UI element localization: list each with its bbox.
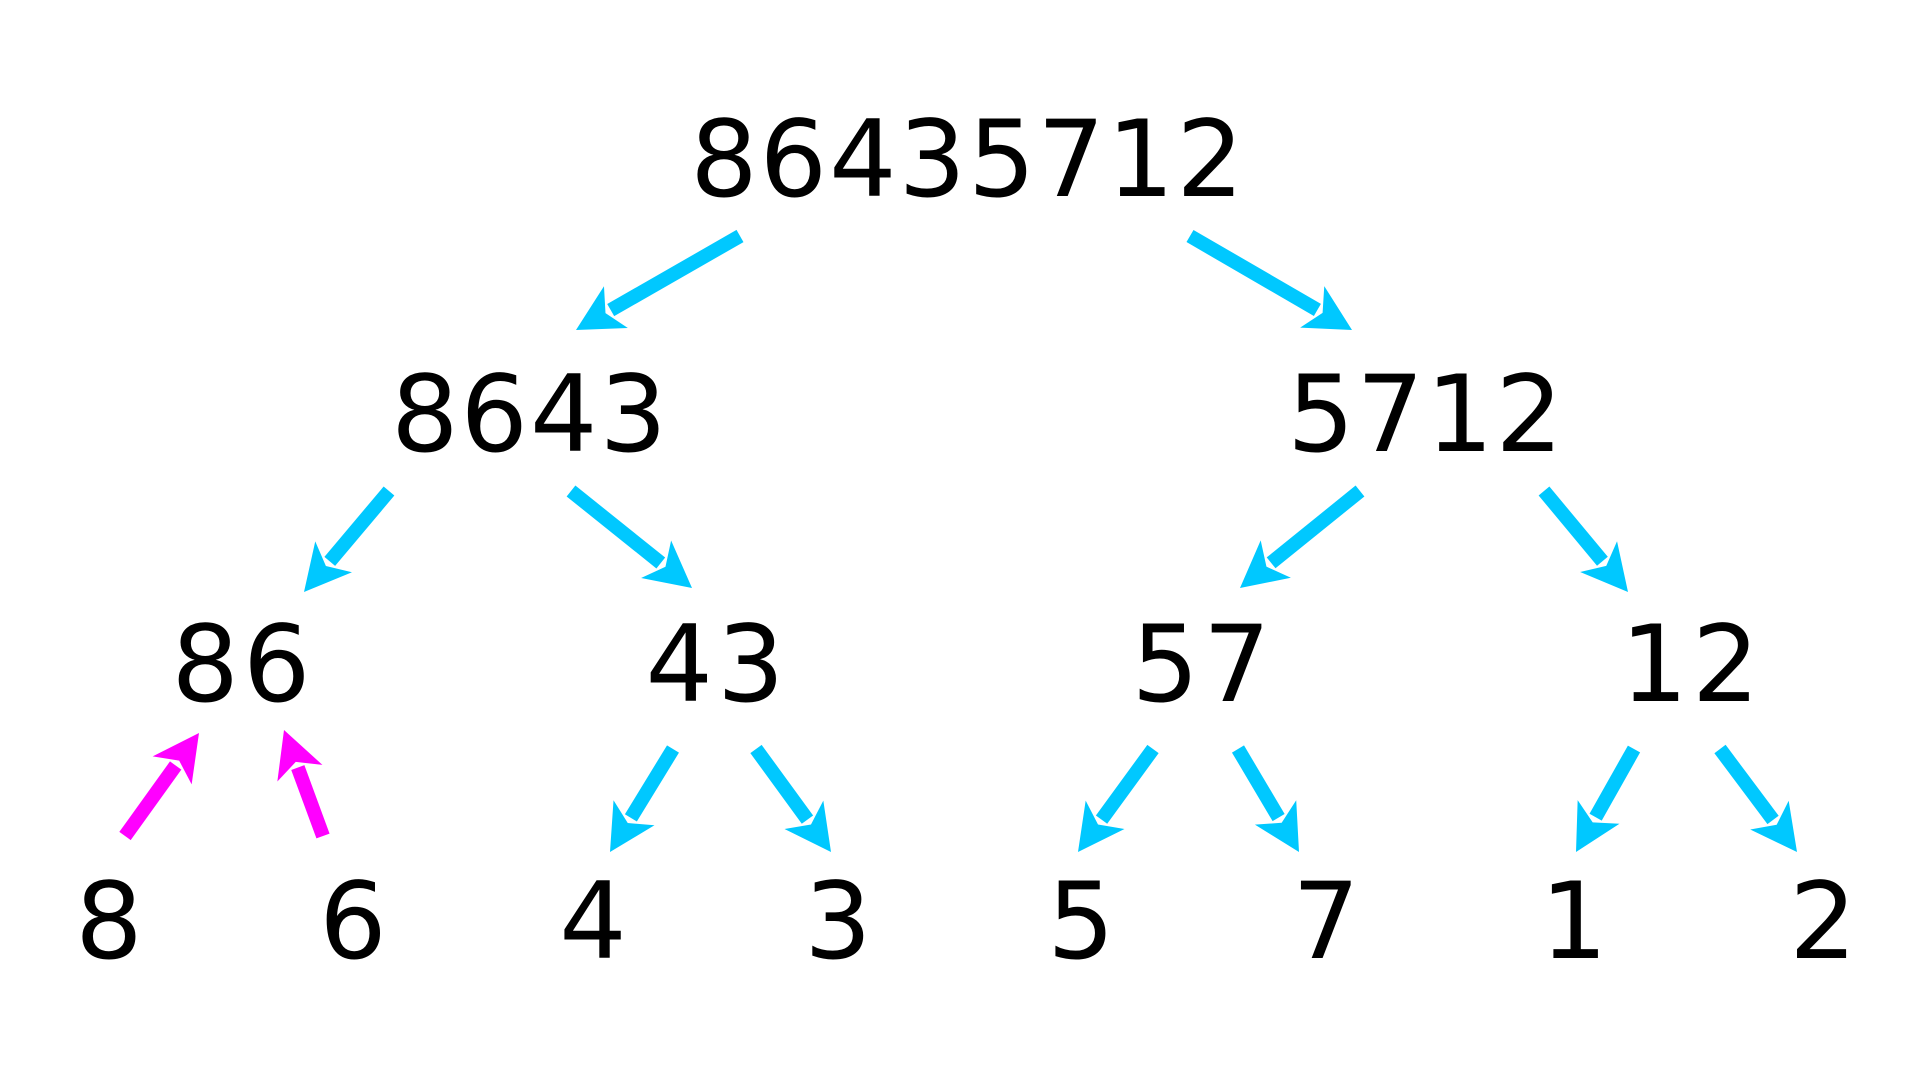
leaf-node-3: 4 — [559, 860, 627, 983]
level1-right-node: 5712 — [1287, 353, 1565, 476]
split-arrow-2 — [1186, 229, 1352, 330]
split-arrow-8 — [750, 744, 831, 852]
root-node: 86435712 — [690, 98, 1246, 221]
level1-left-node: 8643 — [391, 353, 669, 476]
leaf-node-7: 1 — [1540, 860, 1608, 983]
leaf-node-5: 5 — [1047, 860, 1115, 983]
level2-node-1: 86 — [171, 603, 315, 726]
split-arrow-6 — [1538, 486, 1628, 592]
leaf-node-4: 3 — [804, 860, 872, 983]
split-arrow-12 — [1714, 744, 1797, 852]
level2-node-2: 43 — [645, 603, 789, 726]
split-arrow-9 — [1078, 744, 1159, 852]
split-arrow-7 — [610, 745, 679, 852]
leaf-node-2: 6 — [319, 860, 387, 983]
split-arrow-5 — [1240, 485, 1365, 588]
split-arrow-10 — [1231, 745, 1299, 852]
split-arrow-3 — [304, 486, 395, 592]
level2-node-3: 57 — [1131, 603, 1275, 726]
merge-arrow-2 — [277, 730, 330, 839]
level2-node-4: 12 — [1620, 603, 1764, 726]
split-arrow-1 — [576, 229, 744, 330]
merge-arrow-1 — [119, 733, 199, 841]
leaf-node-8: 2 — [1789, 860, 1857, 983]
leaf-node-6: 7 — [1292, 860, 1360, 983]
leaf-node-1: 8 — [75, 860, 143, 983]
split-arrow-4 — [566, 485, 692, 588]
split-arrow-11 — [1576, 745, 1641, 852]
